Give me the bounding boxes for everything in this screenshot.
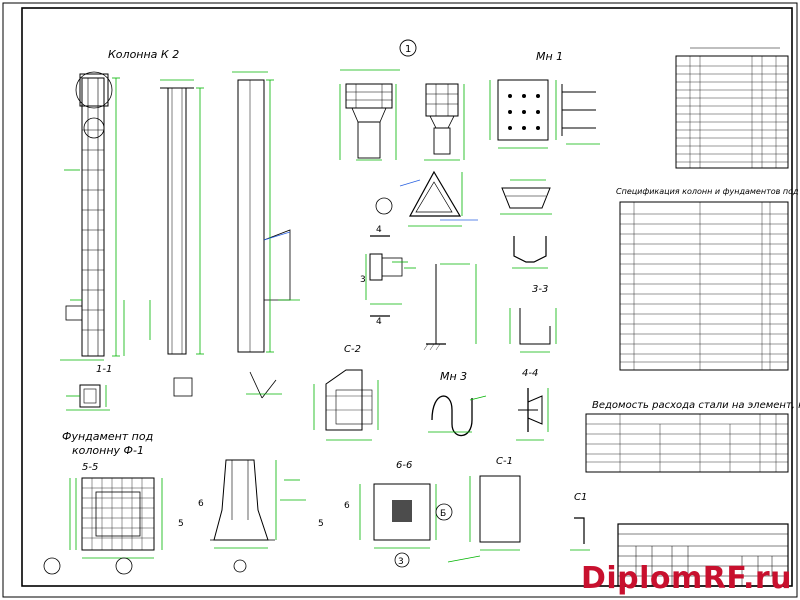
mn3-title: Мн 3 xyxy=(440,370,467,383)
foundation-title-line1: Фундамент под xyxy=(62,430,153,443)
title-block xyxy=(617,523,789,587)
cut-6-label: 6 xyxy=(198,499,204,509)
section-1-1: 1-1 xyxy=(66,364,282,411)
section-6-6: 6-6 6 Б 3 xyxy=(344,460,453,568)
section-c2-label: С-2 xyxy=(344,344,361,355)
column-k2-view: Колонна К 2 xyxy=(60,48,179,361)
bracket-detail xyxy=(500,179,552,269)
column-elevation-2 xyxy=(149,79,204,355)
section-4-4-label: 4-4 xyxy=(522,368,538,379)
mn1-title: Мн 1 xyxy=(536,50,563,63)
spec-table: Спецификация колонн и фундаментов под ко… xyxy=(616,187,800,371)
mn1-detail: Мн 1 xyxy=(489,50,600,149)
column-elevation-3 xyxy=(232,71,300,353)
section-c-2: С-2 xyxy=(313,344,379,441)
cut-6b-label: 6 xyxy=(344,501,350,511)
node-1-detail: 1 xyxy=(339,39,465,161)
rebar-table xyxy=(675,47,789,169)
node-3-label: 3 xyxy=(398,557,404,567)
steel-table-title: Ведомость расхода стали на элемент, кг xyxy=(592,400,800,411)
section-1-1-label: 1-1 xyxy=(96,364,112,375)
section-c1-small-label: С1 xyxy=(574,492,587,503)
triangle-detail xyxy=(375,170,478,227)
cut-4a-label: 4 xyxy=(376,225,382,235)
watermark-logo: DiplomRF.ru xyxy=(580,561,792,596)
section-c1-label: С-1 xyxy=(496,456,513,467)
section-5-5-label: 5-5 xyxy=(82,462,98,473)
section-3-3: 3-3 xyxy=(509,284,557,353)
cut-5b-label: 5 xyxy=(318,519,324,529)
section-4-4: 4-4 xyxy=(516,368,549,441)
node-1-label: 1 xyxy=(405,44,411,55)
foundation-plan xyxy=(43,477,163,575)
steel-table: Ведомость расхода стали на элемент, кг xyxy=(585,400,800,473)
section-6-6-label: 6-6 xyxy=(396,460,412,471)
foundation-section: 6 5 5 xyxy=(178,459,324,573)
foundation-title: Фундамент под колонну Ф-1 5-5 xyxy=(62,430,153,473)
column-title: Колонна К 2 xyxy=(108,48,179,61)
cut-3-label: 3 xyxy=(360,275,366,285)
cut-5-label: 5 xyxy=(178,519,184,529)
cut-b-label: Б xyxy=(440,509,446,519)
cut-4b-label: 4 xyxy=(376,317,382,327)
cut-4-detail: 4 4 3 xyxy=(360,225,477,351)
section-c-1: С-1 xyxy=(447,456,521,563)
inner-frame xyxy=(21,7,793,587)
section-c1-small: С1 xyxy=(570,492,590,551)
foundation-title-line2: колонну Ф-1 xyxy=(72,444,144,457)
spec-table-title: Спецификация колонн и фундаментов под ко… xyxy=(616,187,800,196)
section-3-3-label: 3-3 xyxy=(532,284,548,295)
mn3-detail: Мн 3 xyxy=(428,370,487,437)
